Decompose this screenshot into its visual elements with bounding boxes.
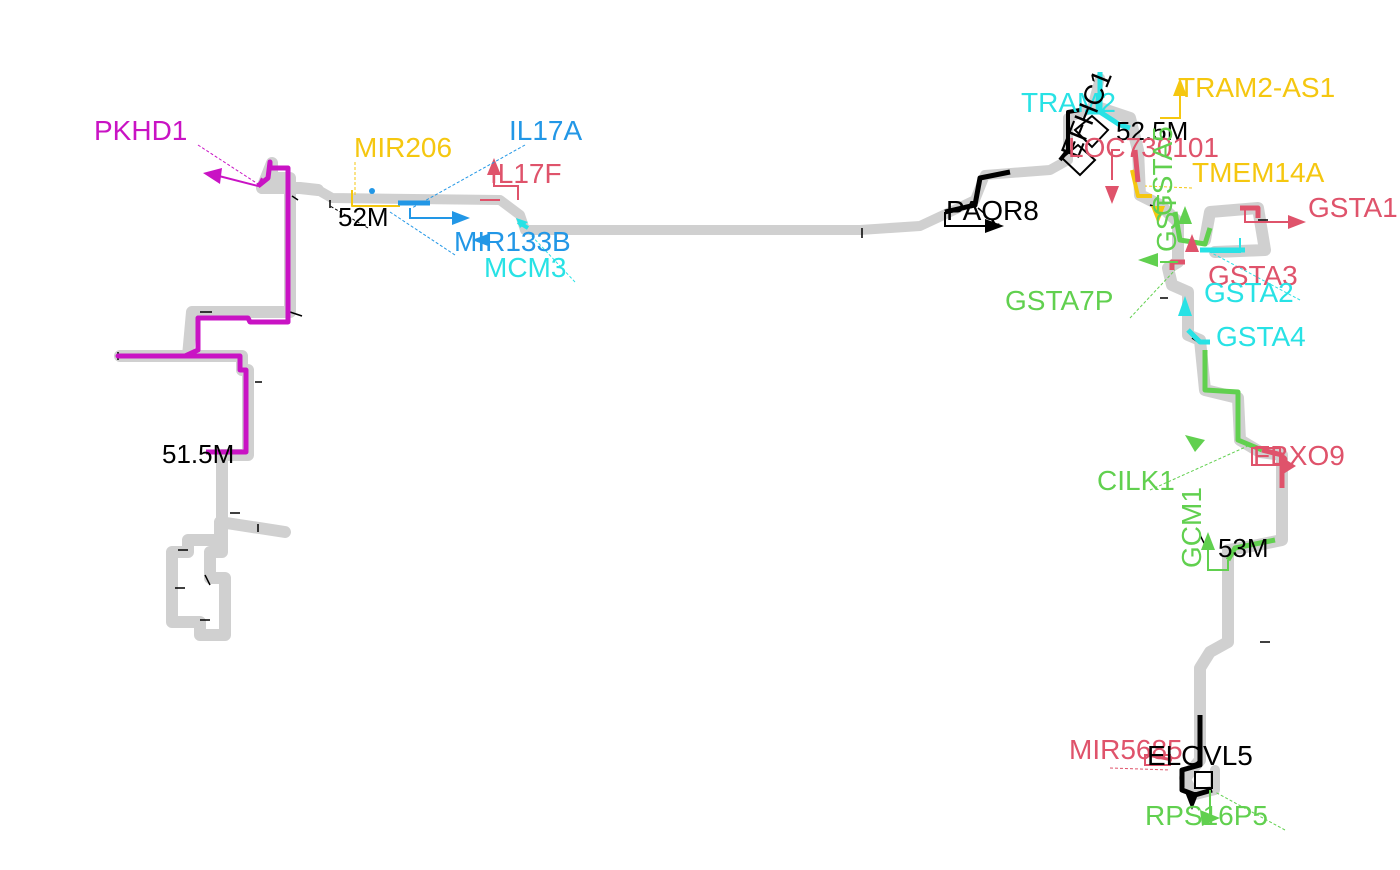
gene-segment-efhc1 [1058, 108, 1081, 162]
efhc1-strand-box [1060, 143, 1097, 177]
gene-label-gsta4[interactable]: GSTA4 [1216, 321, 1306, 352]
leader-tmem14a [1144, 185, 1193, 189]
paqr8-strand-arrow [944, 212, 985, 227]
leader-mir133b [389, 211, 456, 256]
leader-52m [329, 205, 369, 229]
paqr8-arrowhead [985, 219, 1004, 233]
gcm1-strand-arrow [1207, 550, 1229, 571]
leader-il17a [411, 144, 526, 209]
loc730101-strand-arrow [1111, 149, 1120, 180]
leader-gsta7p [1129, 269, 1176, 319]
gene-label-rps16p5[interactable]: RPS16P5 [1145, 800, 1268, 831]
gsta1-arrowhead [1288, 215, 1306, 229]
gene-segment-pkhd1 [115, 159, 291, 455]
gene-segment-tram2 [1085, 72, 1131, 131]
pkhd1-arrowhead [203, 168, 222, 184]
il17f-arrowhead [487, 158, 501, 175]
gene-label-loc730101[interactable]: LOC730101 [1068, 132, 1219, 163]
efhc1-strand-box-2 [1073, 114, 1110, 149]
gene-segment-gsta4 [1186, 328, 1210, 345]
gene-label-gsta3[interactable]: GSTA3 [1208, 260, 1298, 291]
il17a-strand-arrow [409, 208, 455, 219]
leader-gsta2 [1209, 251, 1301, 301]
label-leader-lines [197, 144, 1301, 831]
gene-label-tram2[interactable]: TRAM2 [1021, 87, 1116, 118]
il17f-strand-arrow [493, 172, 519, 200]
gene-segment-fbxo9 [1261, 447, 1285, 488]
strand-arrows [203, 78, 1306, 826]
gene-label-elovl5[interactable]: ELOVL5 [1147, 740, 1253, 771]
gsta5-arrowhead [1178, 206, 1192, 224]
gene-segment-gcm1 [1225, 537, 1276, 562]
position-label-53m: 53M [1218, 533, 1269, 563]
leader-mcm3 [527, 231, 576, 283]
gene-label-cilk1[interactable]: CILK1 [1097, 465, 1175, 496]
gene-label-il17f[interactable]: IL17F [490, 158, 562, 189]
gene-segment-paqr8 [944, 169, 1011, 215]
gsta2-strand-box [1210, 238, 1241, 253]
tick-mark [291, 195, 299, 201]
gsta4-arrowhead [1178, 296, 1192, 316]
gene-label-tmem14a[interactable]: TMEM14A [1192, 157, 1325, 188]
position-labels: 51.5M 52M 52.5M 53M [162, 116, 1269, 563]
gene-label-mir5685[interactable]: MIR5685 [1069, 734, 1183, 765]
gsta1-strand-arrow [1244, 210, 1290, 223]
gene-label-gcm1[interactable]: GCM1 [1176, 487, 1207, 568]
gene-segment-tmem14a [1130, 169, 1152, 198]
position-label-52-5m: 52.5M [1116, 116, 1188, 146]
mir5685-strand-box [1144, 754, 1171, 766]
gene-segment-loc730101 [1132, 149, 1141, 183]
leader-rps16p5 [1214, 791, 1286, 831]
elovl5-strand-box [1194, 771, 1213, 789]
gene-label-gsta7p[interactable]: GSTA7P [1005, 285, 1113, 316]
gene-label-gst[interactable]: GST [1151, 194, 1182, 252]
gene-label-gsta2[interactable]: GSTA2 [1204, 277, 1294, 308]
tram2-as1-arrowhead [1173, 78, 1187, 96]
elovl5-arrowhead [1185, 792, 1199, 810]
gene-labels: PKHD1 MIR206 IL17A IL17F MIR133B MCM3 PA… [94, 66, 1398, 831]
gene-label-gsta1[interactable]: GSTA1 [1308, 192, 1398, 223]
gsta7p-arrowhead [1138, 253, 1158, 267]
gene-label-fbxo9[interactable]: FBXO9 [1253, 440, 1345, 471]
gcm1-arrowhead [1201, 532, 1215, 550]
gene-label-mcm3[interactable]: MCM3 [484, 252, 566, 283]
gene-label-mir206[interactable]: MIR206 [354, 132, 452, 163]
gene-segment-cilk1 [1202, 350, 1263, 453]
gene-label-mir133b[interactable]: MIR133B [454, 226, 571, 257]
mcm3-arrowhead [516, 218, 528, 228]
il17a-dot [369, 188, 375, 194]
tick-mark [289, 311, 303, 317]
cilk1-arrowhead [1185, 435, 1205, 452]
chromosome-track [114, 73, 1288, 800]
position-label-52m: 52M [338, 202, 389, 232]
rps16p5-arrowhead [1200, 810, 1220, 826]
fbxo9-strand-box [1251, 447, 1281, 466]
gsta3-arrowhead [1185, 234, 1199, 252]
gene-label-paqr8[interactable]: PAQR8 [946, 195, 1039, 226]
gene-label-tram2-as1[interactable]: TRAM2-AS1 [1178, 72, 1335, 103]
tick-mark [977, 207, 986, 215]
loc730101-arrowhead [1105, 186, 1119, 204]
leader-cilk1 [1149, 444, 1251, 491]
gene-segment-gsta1 [1240, 205, 1261, 218]
leader-mir5685 [1109, 767, 1171, 771]
tram2-as1-strand-arrow [1160, 92, 1181, 119]
track-segment-left-loop [166, 459, 291, 641]
gene-label-il17a[interactable]: IL17A [509, 115, 582, 146]
leader-pkhd1 [197, 144, 259, 185]
fbxo9-arrowhead [1280, 456, 1296, 476]
pkhd1-strand-arrow [214, 174, 263, 188]
gene-label-gsta5[interactable]: GSTA5 [1147, 126, 1178, 216]
il17a-arrowhead [452, 211, 470, 225]
mir133b-arrowhead [472, 234, 488, 246]
gene-label-pkhd1[interactable]: PKHD1 [94, 115, 187, 146]
tick-mark [204, 574, 211, 586]
position-label-51-5m: 51.5M [162, 439, 234, 469]
tmem14a-arrowhead [1151, 206, 1165, 224]
